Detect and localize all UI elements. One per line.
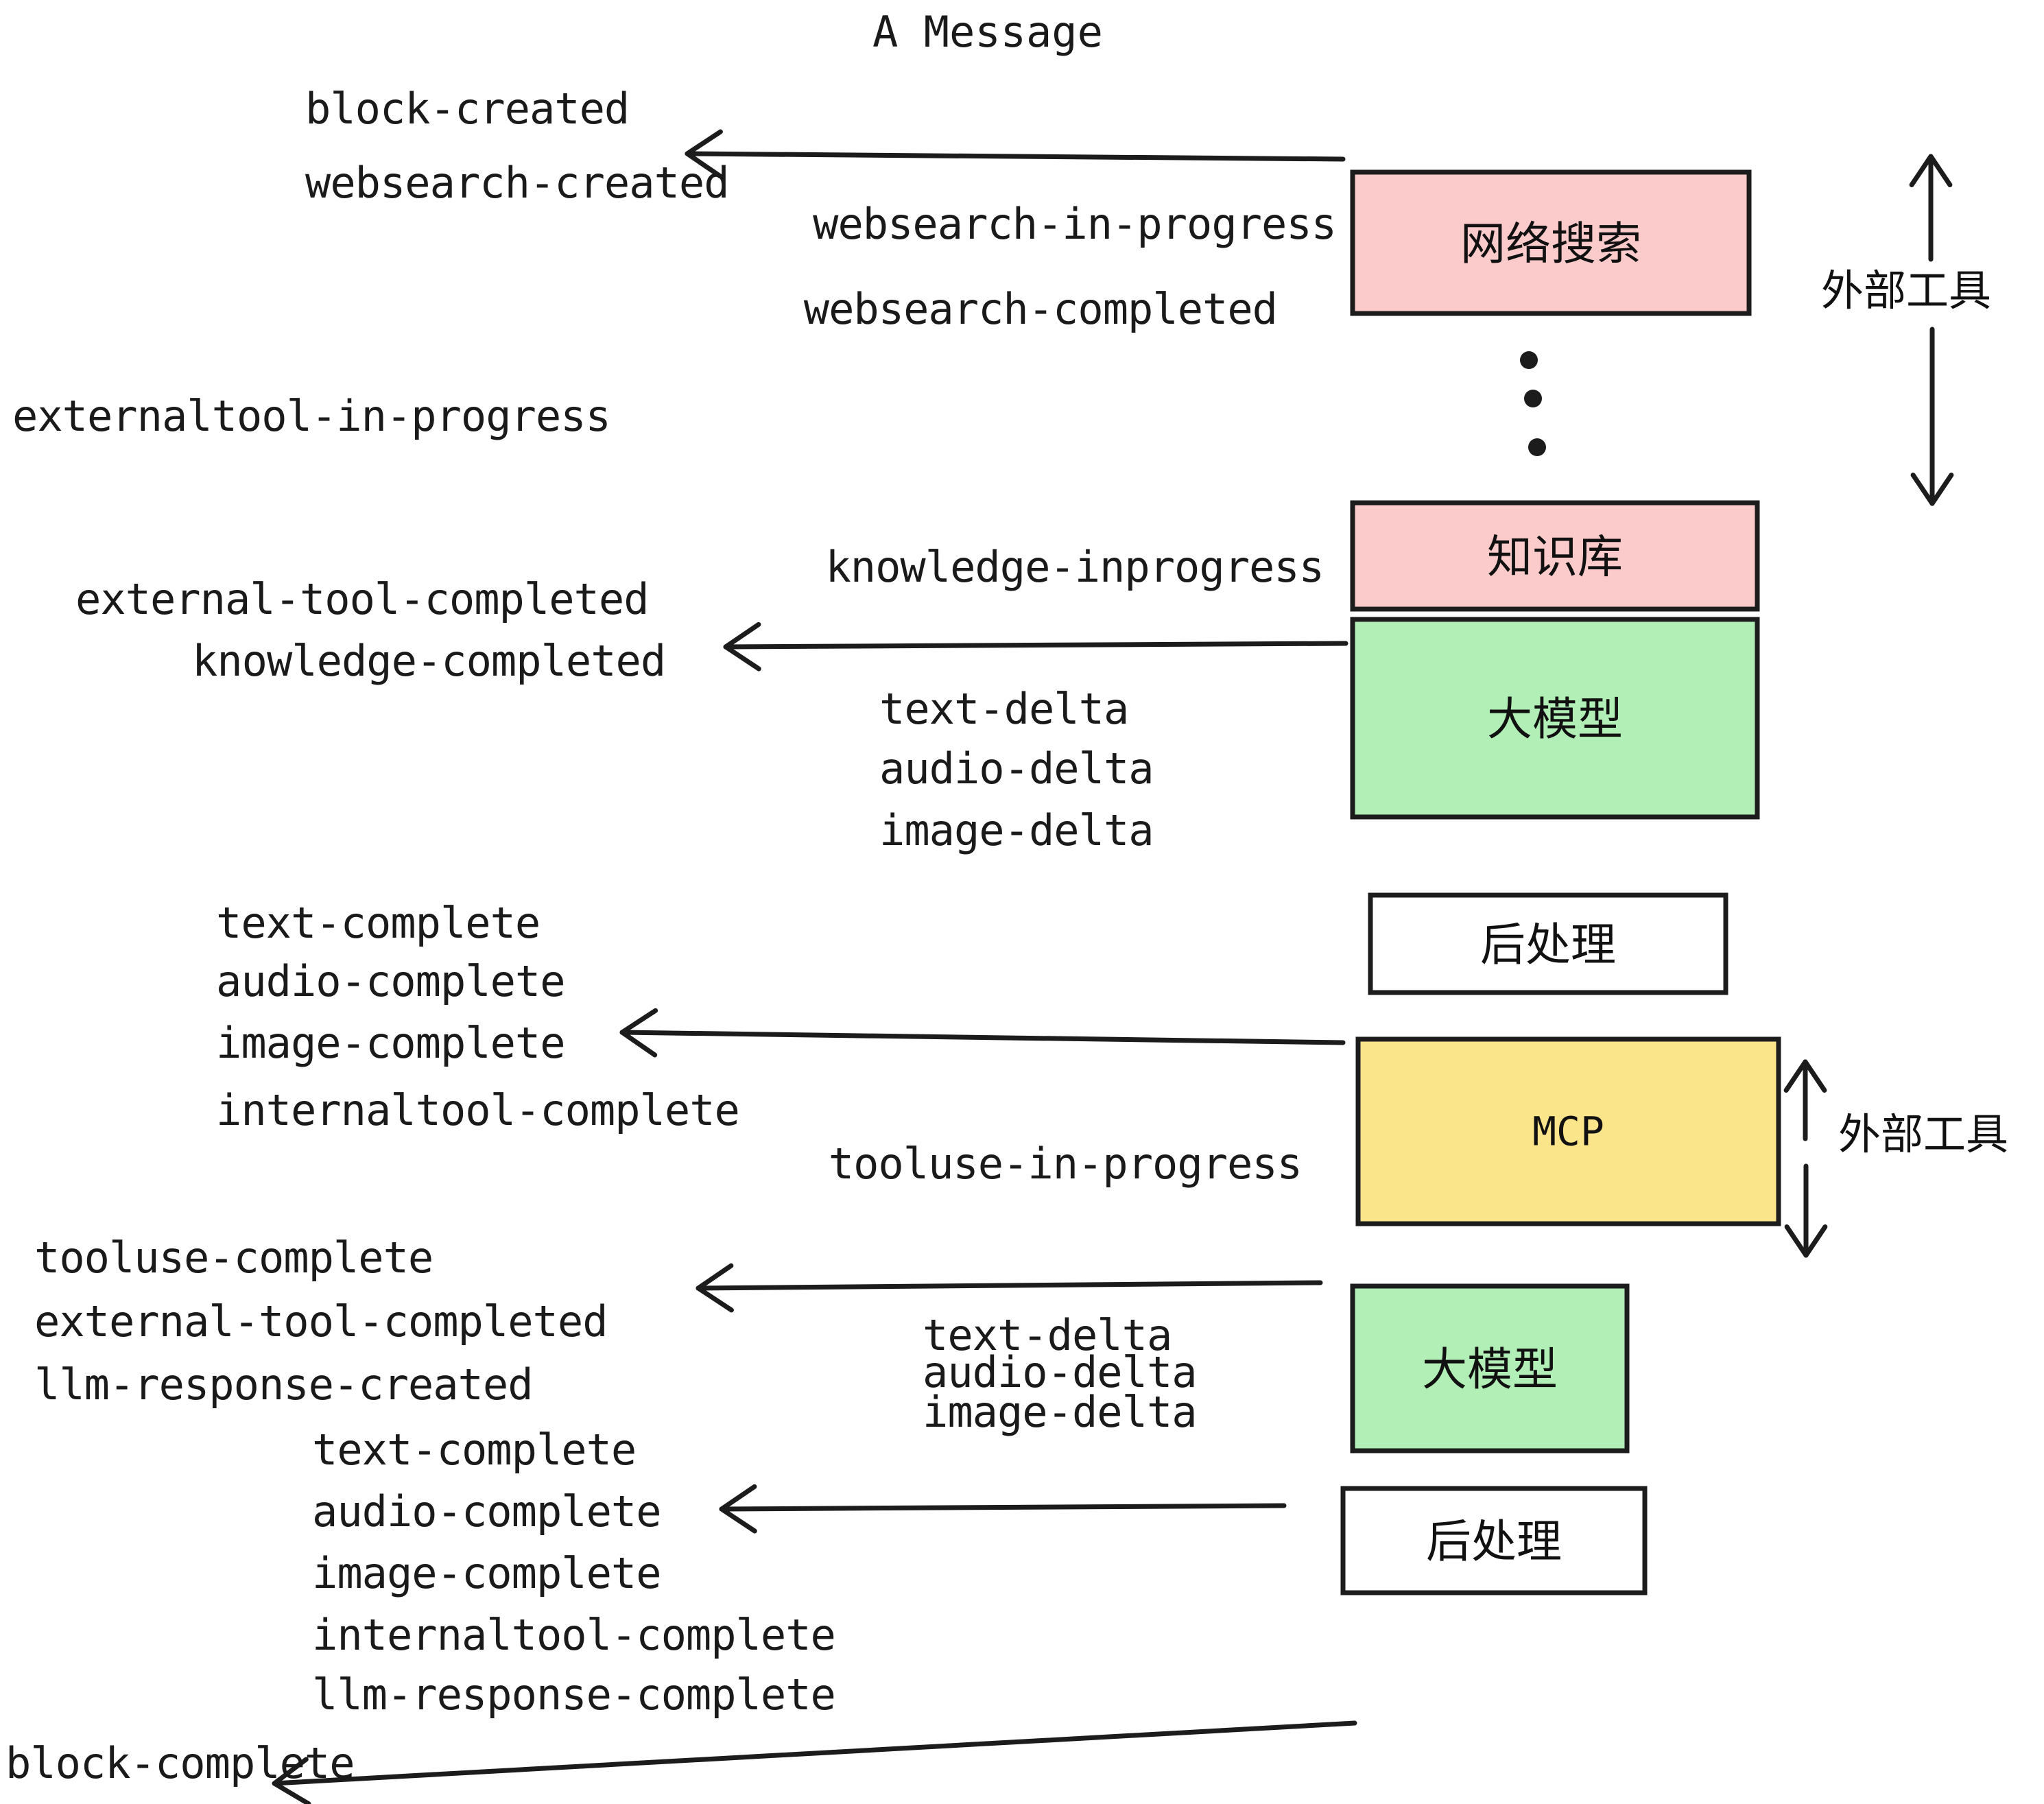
box-label-mcp: MCP: [1532, 1108, 1604, 1155]
arrow-line: [719, 1503, 1287, 1512]
side-arrow-external-tool-up-bottom: [1783, 1059, 1827, 1141]
side-label-external-tool-bottom: 外部工具: [1838, 1109, 2008, 1159]
arrow-arrow-llm2-to-audio: [719, 1484, 1287, 1534]
arrow-head: [685, 129, 723, 179]
event-label-websearch-in-progress: websearch-in-progress: [813, 199, 1336, 249]
box-label-llm-lower: 大模型: [1422, 1343, 1558, 1396]
side-arrow-external-tool-up-top: [1909, 154, 1953, 262]
arrow-arrow-llm2-to-tooluse: [696, 1263, 1323, 1313]
side-arrow-external-tool-down-top: [1910, 327, 1954, 506]
arrow-arrow-websearch-to-block: [685, 129, 1346, 179]
box-label-knowledge: 知识库: [1487, 531, 1623, 584]
node-box-knowledge[interactable]: 知识库: [1350, 500, 1760, 612]
side-arrow-external-tool-down-bottom: [1784, 1163, 1828, 1258]
node-box-llm-lower[interactable]: 大模型: [1350, 1283, 1630, 1453]
arrow-line: [696, 1280, 1323, 1291]
arrow-arrow-mcp-to-image: [619, 1008, 1346, 1058]
event-label-internaltool-complete-2: internaltool-complete: [312, 1610, 835, 1660]
page-title: A Message: [872, 7, 1103, 57]
arrow-line: [619, 1030, 1346, 1045]
side-arrow-head: [1910, 472, 1954, 506]
event-label-image-delta-1: image-delta: [879, 805, 1154, 855]
event-label-tooluse-in-progress: tooluse-in-progress: [829, 1139, 1302, 1189]
event-label-image-delta-2: image-delta: [923, 1387, 1197, 1437]
event-label-audio-delta-1: audio-delta: [879, 744, 1154, 794]
event-label-image-complete-2: image-complete: [312, 1548, 661, 1598]
node-box-llm-upper[interactable]: 大模型: [1350, 617, 1760, 820]
event-labels: block-created websearch-created websearch-…: [5, 84, 1337, 1788]
box-rect-knowledge: [1350, 500, 1760, 612]
event-label-external-tool-completed-1: external-tool-completed: [75, 574, 649, 624]
arrow-head: [719, 1484, 757, 1534]
node-box-post-upper[interactable]: 后处理: [1368, 892, 1728, 995]
event-label-knowledge-inprogress: knowledge-inprogress: [825, 542, 1324, 592]
event-label-websearch-created: websearch-created: [305, 158, 729, 208]
event-label-tooluse-complete: tooluse-complete: [34, 1233, 433, 1283]
box-label-post-upper: 后处理: [1480, 918, 1616, 971]
node-box-websearch[interactable]: 网络搜索: [1350, 169, 1752, 316]
arrow-head: [723, 621, 761, 672]
event-label-llm-response-created: llm-response-created: [34, 1360, 533, 1410]
event-label-image-complete-1: image-complete: [216, 1018, 565, 1068]
arrow-head: [696, 1263, 734, 1313]
event-label-llm-response-complete: llm-response-complete: [312, 1670, 835, 1720]
event-label-block-created: block-created: [305, 84, 629, 134]
node-box-mcp[interactable]: MCP: [1355, 1036, 1781, 1226]
event-label-block-complete: block-complete: [5, 1738, 355, 1788]
box-rect-websearch: [1350, 169, 1752, 316]
event-label-audio-complete-1: audio-complete: [216, 956, 565, 1006]
ellipsis-dots: [1520, 351, 1546, 456]
box-rect-post-lower: [1340, 1486, 1648, 1595]
arrow-head: [619, 1008, 658, 1058]
box-label-llm-upper: 大模型: [1487, 693, 1623, 746]
ellipsis-dot-1: [1520, 351, 1538, 369]
side-arrow-head: [1783, 1059, 1827, 1093]
event-label-text-delta-1: text-delta: [879, 684, 1128, 734]
side-label-external-tool-top: 外部工具: [1821, 265, 1991, 316]
arrow-line: [723, 641, 1348, 650]
external-tool-arrows: [1783, 154, 1954, 1258]
box-rect-llm-lower: [1350, 1283, 1630, 1453]
event-label-internaltool-complete-1: internaltool-complete: [216, 1085, 739, 1135]
box-rect-post-upper: [1368, 892, 1728, 995]
event-label-external-tool-completed-2: external-tool-completed: [34, 1296, 608, 1346]
arrow-arrow-llm-to-knowledge: [723, 621, 1348, 672]
event-label-knowledge-completed: knowledge-completed: [192, 636, 665, 686]
side-arrow-head: [1909, 154, 1953, 188]
event-label-audio-delta-2: audio-delta: [923, 1347, 1197, 1397]
ellipsis-dot-3: [1528, 438, 1546, 456]
side-arrow-head: [1784, 1224, 1828, 1258]
box-label-post-lower: 后处理: [1426, 1515, 1562, 1568]
event-label-text-complete-1: text-complete: [216, 898, 540, 948]
arrow-arrow-post-to-block-complete: [272, 1720, 1357, 1804]
flow-arrows: [272, 129, 1357, 1804]
box-label-websearch: 网络搜索: [1460, 217, 1641, 270]
event-label-audio-complete-2: audio-complete: [312, 1486, 661, 1536]
ellipsis-dot-2: [1524, 390, 1542, 407]
arrow-head: [272, 1757, 311, 1804]
event-label-text-delta-2: text-delta: [923, 1310, 1172, 1360]
box-rect-llm-upper: [1350, 617, 1760, 820]
event-label-websearch-completed: websearch-completed: [804, 284, 1277, 334]
event-label-text-complete-2: text-complete: [312, 1425, 636, 1475]
box-rect-mcp: [1355, 1036, 1781, 1226]
event-label-externaltool-in-progress: externaltool-in-progress: [12, 391, 610, 441]
arrow-line: [272, 1720, 1357, 1786]
arrow-line: [685, 151, 1346, 162]
node-box-post-lower[interactable]: 后处理: [1340, 1486, 1648, 1595]
